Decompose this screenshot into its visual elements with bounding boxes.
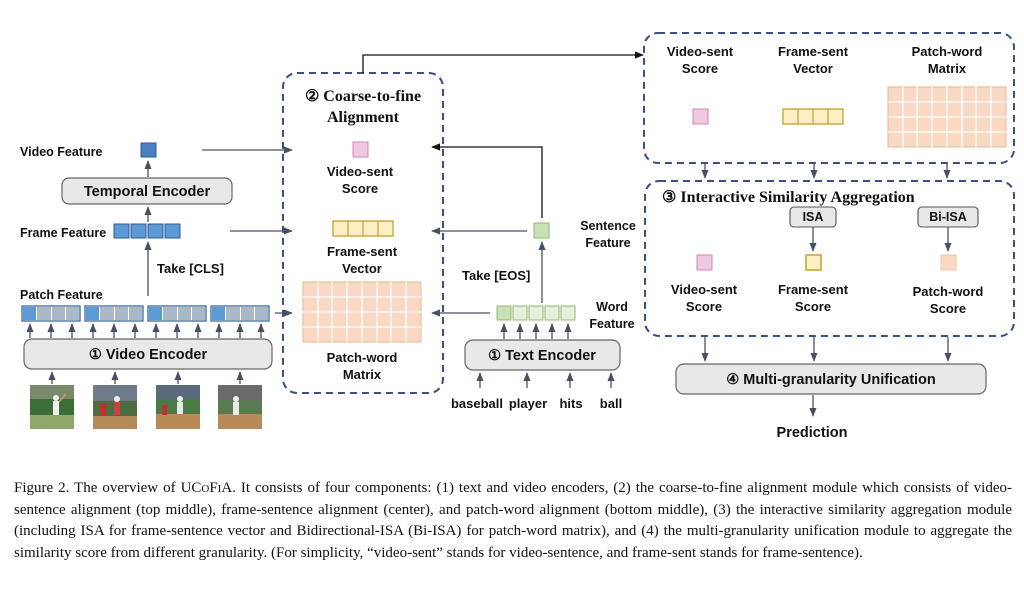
- figure-caption: Figure 2. The overview of UCoFiA. It con…: [14, 478, 1012, 564]
- caption-body: . It consists of four components: (1) te…: [14, 480, 1012, 561]
- tr-video-sent-line1: Video-sent: [667, 44, 734, 59]
- text-encoder-label: ① Text Encoder: [488, 348, 596, 364]
- agg-video-sent-cell: [696, 254, 713, 271]
- agg-video-sent-line1: Video-sent: [671, 282, 738, 297]
- tr-video-sent-cell: [692, 108, 709, 125]
- word-hits: hits: [559, 396, 582, 411]
- patch-feature-cells: [21, 305, 270, 322]
- take-cls-label: Take [CLS]: [157, 261, 224, 276]
- coarse-to-fine-alignment: ② Coarse-to-fine Alignment Video-sent Sc…: [282, 72, 444, 394]
- agg-frame-sent-line2: Score: [795, 299, 831, 314]
- aggregation-title: ③ Interactive Similarity Aggregation: [662, 189, 915, 206]
- center-frame-sent-line2: Vector: [342, 261, 382, 276]
- arrows-encoder-to-patches: [26, 323, 265, 338]
- word-feature-line2: Feature: [589, 317, 634, 331]
- center-patch-word-line1: Patch-word: [327, 350, 398, 365]
- video-frame-4: [218, 385, 262, 429]
- video-feature-cell: [140, 142, 157, 158]
- alignment-title-line2: Alignment: [327, 109, 400, 126]
- video-encoder-label: ① Video Encoder: [89, 347, 208, 363]
- alignment-title-line1: ② Coarse-to-fine: [305, 88, 421, 105]
- text-encoder-box: [464, 339, 621, 371]
- center-video-sent-line2: Score: [342, 181, 378, 196]
- frame-feature-cells: [113, 223, 181, 239]
- center-video-sent-line1: Video-sent: [327, 164, 394, 179]
- unification-box: [675, 363, 987, 395]
- aggregation-dashed-box: [644, 180, 1015, 337]
- bi-isa-label: Bi-ISA: [929, 210, 967, 224]
- arrows-encoder-to-words: [500, 323, 572, 339]
- sentence-feature-cell: [533, 222, 550, 239]
- word-ball: ball: [600, 396, 622, 411]
- agg-patch-word-line2: Score: [930, 301, 966, 316]
- video-branch: Video Feature Temporal Encoder Frame Fea…: [20, 142, 273, 429]
- agg-video-sent-line2: Score: [686, 299, 722, 314]
- word-baseball: baseball: [451, 396, 503, 411]
- video-encoder-box: [23, 338, 273, 370]
- video-frame-2: [93, 385, 137, 429]
- video-frame-1: [30, 385, 74, 429]
- word-feature-cells: [496, 305, 576, 321]
- center-video-sent-cell: [352, 141, 369, 158]
- tr-patch-word-line1: Patch-word: [912, 44, 983, 59]
- tr-frame-sent-vector: [782, 108, 844, 125]
- center-frame-sent-vector: [332, 220, 394, 237]
- tr-patch-word-matrix: [887, 86, 1007, 148]
- video-frame-3: [156, 385, 200, 429]
- text-branch: Sentence Feature Take [EOS] Word Feature…: [431, 143, 636, 411]
- architecture-diagram: Video Feature Temporal Encoder Frame Fea…: [20, 32, 1015, 441]
- tr-frame-sent-line2: Vector: [793, 61, 833, 76]
- temporal-encoder-label: Temporal Encoder: [84, 184, 211, 200]
- prediction-label: Prediction: [777, 425, 848, 441]
- take-eos-label: Take [EOS]: [462, 268, 530, 283]
- tr-patch-word-line2: Matrix: [928, 61, 967, 76]
- caption-prefix: Figure 2. The overview of: [14, 480, 181, 496]
- center-frame-sent-line1: Frame-sent: [327, 244, 398, 259]
- arrows-frames-to-encoder: [48, 371, 244, 384]
- alignment-outputs-box: Video-sent Score Frame-sent Vector Patch…: [643, 32, 1015, 164]
- interactive-similarity-aggregation: ③ Interactive Similarity Aggregation ISA…: [644, 180, 1015, 337]
- video-feature-label: Video Feature: [20, 145, 102, 159]
- tr-frame-sent-line1: Frame-sent: [778, 44, 849, 59]
- agg-frame-sent-line1: Frame-sent: [778, 282, 849, 297]
- word-feature-line1: Word: [596, 300, 628, 314]
- center-patch-word-line2: Matrix: [343, 367, 382, 382]
- arrow-sentence-to-alignment: [431, 143, 543, 218]
- arrow-alignment-to-scores: [362, 51, 644, 73]
- arrows-video-to-alignment: [202, 146, 293, 317]
- frame-feature-label: Frame Feature: [20, 226, 106, 240]
- sentence-feature-line1: Sentence: [580, 219, 636, 233]
- center-patch-word-matrix: [302, 281, 422, 343]
- word-player: player: [509, 396, 547, 411]
- arrows-outputs-to-aggregation: [701, 164, 951, 179]
- tr-video-sent-line2: Score: [682, 61, 718, 76]
- isa-label: ISA: [803, 210, 824, 224]
- agg-frame-sent-cell: [805, 254, 822, 271]
- caption-model-name: UCoFiA: [180, 480, 233, 496]
- unification-label: ④ Multi-granularity Unification: [726, 372, 936, 388]
- arrows-words-to-encoder: [476, 372, 615, 388]
- arrows-aggregation-to-unification: [701, 337, 952, 362]
- agg-patch-word-line1: Patch-word: [913, 284, 984, 299]
- agg-patch-word-cell: [940, 254, 957, 271]
- outputs-dashed-box: [643, 32, 1015, 164]
- sentence-feature-line2: Feature: [585, 236, 630, 250]
- patch-feature-label: Patch Feature: [20, 288, 103, 302]
- temporal-encoder-box: [61, 177, 233, 205]
